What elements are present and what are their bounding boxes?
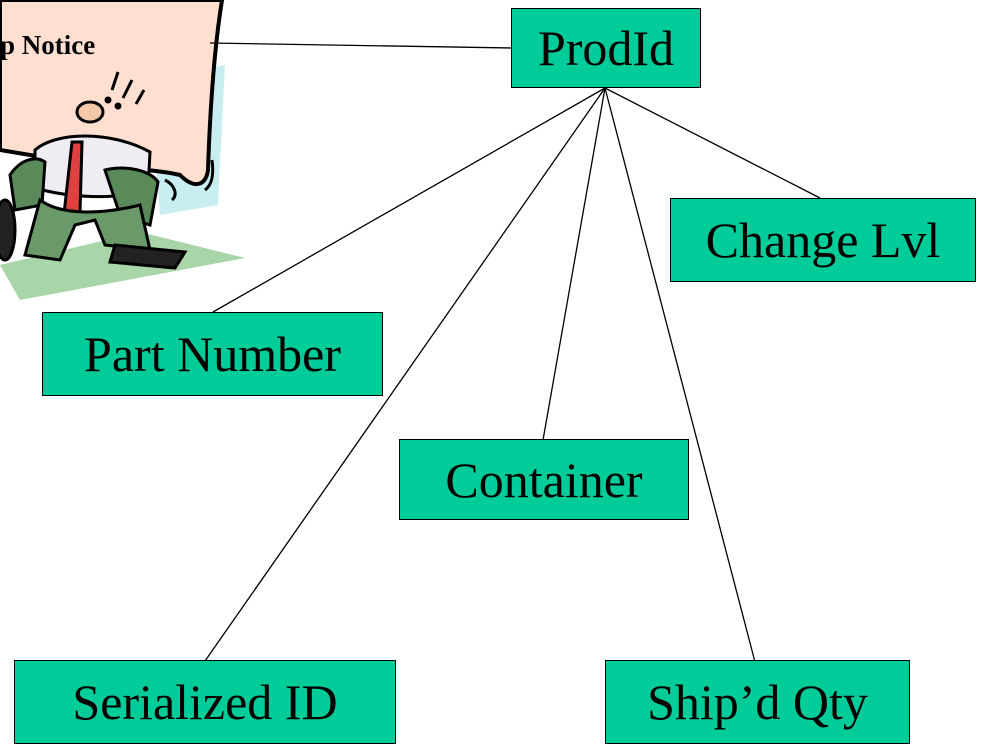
connector-lines	[204, 42, 821, 663]
edge-prodid-container	[542, 87, 606, 441]
node-container: Container	[399, 439, 689, 520]
node-shipd-qty: Ship’d Qty	[605, 660, 910, 744]
edge-prodid-partnumber	[212, 87, 606, 313]
clipart-floor-shadow	[0, 232, 245, 300]
node-prodid: ProdId	[511, 8, 701, 88]
node-change-lvl: Change Lvl	[670, 198, 976, 282]
node-serialized-id: Serialized ID	[14, 660, 396, 744]
node-part-number: Part Number	[42, 312, 383, 396]
edge-callout-prodid	[209, 42, 513, 49]
exclamation-marks	[104, 71, 146, 110]
callout-text: p Notice	[0, 30, 96, 60]
edge-prodid-changelvl	[604, 87, 821, 199]
edge-prodid-shipdqty	[604, 87, 756, 663]
speech-bubble-tail	[204, 159, 215, 192]
shouting-man-clipart	[0, 100, 188, 270]
edge-prodid-serializedid	[204, 87, 606, 662]
